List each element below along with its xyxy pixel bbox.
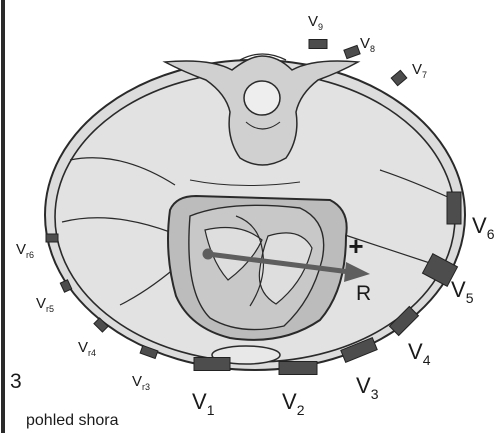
lead-label-letter: V (192, 389, 207, 414)
electrode-v1 (194, 358, 230, 371)
lead-label-letter: V (356, 373, 371, 398)
lead-label-subscript: 6 (487, 226, 495, 242)
lead-label-v5: V5 (451, 277, 474, 306)
polarity-sign: + (348, 231, 363, 261)
figure-number: 3 (10, 370, 22, 393)
lead-label-subscript: 2 (297, 402, 305, 418)
lead-label-subscript: r4 (88, 348, 96, 358)
lead-label-v2: V2 (282, 389, 305, 418)
lead-label-subscript: 9 (318, 22, 323, 32)
lead-label-subscript: 7 (422, 70, 427, 80)
electrode-v6 (447, 192, 461, 224)
lead-label-subscript: r5 (46, 304, 54, 314)
lead-label-letter: V (412, 61, 422, 78)
lead-label-v1: V1 (192, 389, 215, 418)
electrode-vr6 (46, 234, 58, 242)
electrode-v9 (309, 40, 327, 49)
lead-label-letter: V (282, 389, 297, 414)
lead-label-vr3: Vr3 (132, 373, 150, 392)
lead-label-subscript: r6 (26, 250, 34, 260)
lead-label-vr5: Vr5 (36, 295, 54, 314)
lead-label-v6: V6 (472, 213, 495, 242)
lead-label-letter: V (308, 13, 318, 30)
electrode-v7 (391, 70, 407, 85)
lead-label-subscript: r3 (142, 382, 150, 392)
lead-label-letter: V (16, 241, 26, 258)
lead-label-v3: V3 (356, 373, 379, 402)
lead-label-letter: V (78, 339, 88, 356)
spinal-canal (244, 81, 280, 115)
lead-label-subscript: 4 (423, 352, 431, 368)
lead-label-vr6: Vr6 (16, 241, 34, 260)
lead-label-v7: V7 (412, 61, 427, 80)
lead-label-letter: V (472, 213, 487, 238)
caption: pohled shora (26, 412, 119, 429)
vector-end-label: R (356, 282, 371, 305)
lead-label-v4: V4 (408, 339, 431, 368)
lead-label-subscript: 8 (370, 44, 375, 54)
lead-label-letter: V (132, 373, 142, 390)
electrode-v8 (344, 45, 360, 58)
lead-label-v8: V8 (360, 35, 375, 54)
lead-label-subscript: 1 (207, 402, 215, 418)
lead-label-letter: V (408, 339, 423, 364)
lead-label-letter: V (451, 277, 466, 302)
electrode-v2 (279, 362, 317, 375)
lead-label-v9: V9 (308, 13, 323, 32)
lead-label-subscript: 3 (371, 386, 379, 402)
lead-label-subscript: 5 (466, 290, 474, 306)
lead-label-letter: V (36, 295, 46, 312)
lead-label-vr4: Vr4 (78, 339, 96, 358)
lead-label-letter: V (360, 35, 370, 52)
